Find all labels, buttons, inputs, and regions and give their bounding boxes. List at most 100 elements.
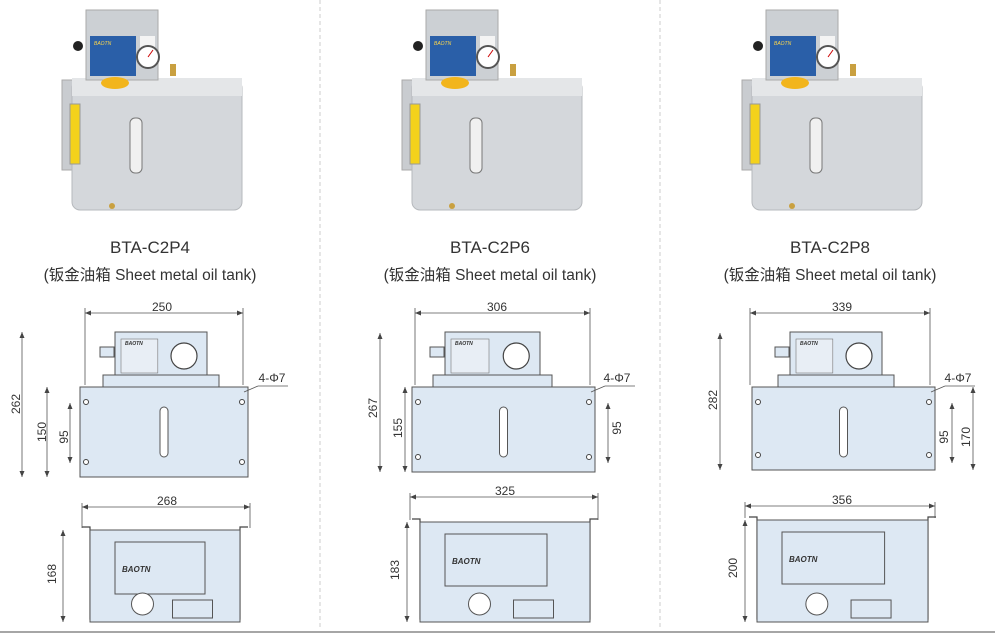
arrow-icon	[929, 503, 935, 509]
arrow-icon	[404, 522, 410, 528]
arrow-icon	[44, 471, 50, 477]
pressure-gauge-icon	[502, 342, 530, 370]
mounting-hole	[239, 459, 245, 465]
mounting-hole	[586, 454, 592, 460]
total-height-dimension: 267	[366, 397, 380, 419]
brass-fitting	[510, 64, 516, 76]
model-subtitle: (钣金油箱 Sheet metal oil tank)	[43, 267, 257, 284]
top-view-drawing: BAOTN	[412, 518, 598, 623]
control-panel	[120, 338, 159, 374]
arrow-icon	[584, 310, 590, 316]
arrow-icon	[717, 464, 723, 470]
front-width-dimension: 339	[831, 300, 853, 314]
arrow-icon	[742, 520, 748, 526]
top-depth-dimension: 183	[388, 559, 402, 581]
arrow-icon	[85, 310, 91, 316]
brand-logo: BAOTN	[94, 41, 112, 47]
front-view-drawing: BAOTN	[411, 331, 596, 473]
brass-fitting	[850, 64, 856, 76]
product-photo: BAOTN	[61, 9, 243, 211]
fitting-block	[850, 599, 892, 619]
top-view-drawing: BAOTN	[82, 526, 248, 623]
product-photo: BAOTN	[401, 9, 583, 211]
front-view-drawing: BAOTN	[751, 331, 936, 471]
sight-glass	[469, 117, 483, 174]
top-view-drawing: BAOTN	[749, 516, 936, 623]
pump-cover	[444, 533, 548, 587]
tank-lid	[752, 78, 922, 96]
arrow-icon	[377, 333, 383, 339]
arrow-icon	[605, 403, 611, 409]
arrow-icon	[717, 333, 723, 339]
fitting-block	[172, 599, 213, 619]
control-panel	[770, 36, 816, 76]
top-depth-dimension: 200	[726, 557, 740, 579]
arrow-icon	[60, 530, 66, 536]
arrow-icon	[402, 387, 408, 393]
brass-fitting	[170, 64, 176, 76]
bracket	[102, 374, 220, 388]
tank-height-dimension: 170	[959, 426, 973, 448]
gauge-needle	[147, 49, 154, 58]
warning-label	[409, 103, 421, 165]
arrow-icon	[404, 616, 410, 622]
mounting-hole	[926, 399, 932, 405]
mounting-hole	[755, 399, 761, 405]
brand-logo: BAOTN	[774, 41, 792, 47]
model-subtitle: (钣金油箱 Sheet metal oil tank)	[723, 267, 937, 284]
pressure-gauge-icon	[845, 342, 873, 370]
gauge-needle	[487, 49, 494, 58]
hole-spacing-dimension: 95	[937, 430, 951, 444]
control-panel	[90, 36, 136, 76]
total-height-dimension: 282	[706, 389, 720, 411]
mounting-holes-label: 4-Φ7	[603, 371, 631, 385]
drain-plug	[789, 203, 795, 209]
pressure-gauge-icon	[131, 592, 154, 616]
arrow-icon	[19, 471, 25, 477]
cable-gland	[429, 346, 445, 358]
arrow-icon	[60, 616, 66, 622]
cable-gland	[774, 346, 790, 358]
tank-height-dimension: 150	[35, 421, 49, 443]
arrow-icon	[67, 457, 73, 463]
mounting-hole	[755, 452, 761, 458]
hole-spacing-dimension: 95	[57, 430, 71, 444]
top-width-dimension: 268	[156, 494, 178, 508]
arrow-icon	[750, 310, 756, 316]
front-width-dimension: 306	[486, 300, 508, 314]
pressure-gauge-icon	[468, 592, 491, 616]
model-title: BTA-C2P4	[110, 238, 190, 257]
arrow-icon	[970, 387, 976, 393]
sight-glass	[499, 406, 508, 458]
arrow-icon	[44, 387, 50, 393]
pressure-gauge-icon	[170, 342, 198, 370]
tank-lid	[72, 78, 242, 96]
model-title: BTA-C2P8	[790, 238, 870, 257]
brand-logo: BAOTN	[455, 341, 473, 347]
arrow-icon	[924, 310, 930, 316]
brand-logo: BAOTN	[122, 565, 151, 574]
mounting-holes-label: 4-Φ7	[258, 371, 286, 385]
tank-height-dimension: 155	[391, 417, 405, 439]
mounting-hole	[415, 454, 421, 460]
pump-cover	[781, 531, 886, 585]
bracket	[777, 374, 895, 388]
arrow-icon	[67, 403, 73, 409]
arrow-icon	[745, 503, 751, 509]
brand-logo: BAOTN	[800, 341, 818, 347]
total-height-dimension: 262	[9, 393, 23, 415]
leader-line	[930, 385, 946, 393]
control-panel	[795, 338, 834, 374]
fitting-block	[513, 599, 554, 619]
arrow-icon	[592, 494, 598, 500]
control-panel	[430, 36, 476, 76]
cable-gland	[753, 41, 763, 51]
top-depth-dimension: 168	[45, 563, 59, 585]
cable-gland	[413, 41, 423, 51]
arrow-icon	[410, 494, 416, 500]
warning-label	[749, 103, 761, 165]
leader-line	[590, 385, 606, 393]
arrow-icon	[82, 504, 88, 510]
arrow-icon	[237, 310, 243, 316]
